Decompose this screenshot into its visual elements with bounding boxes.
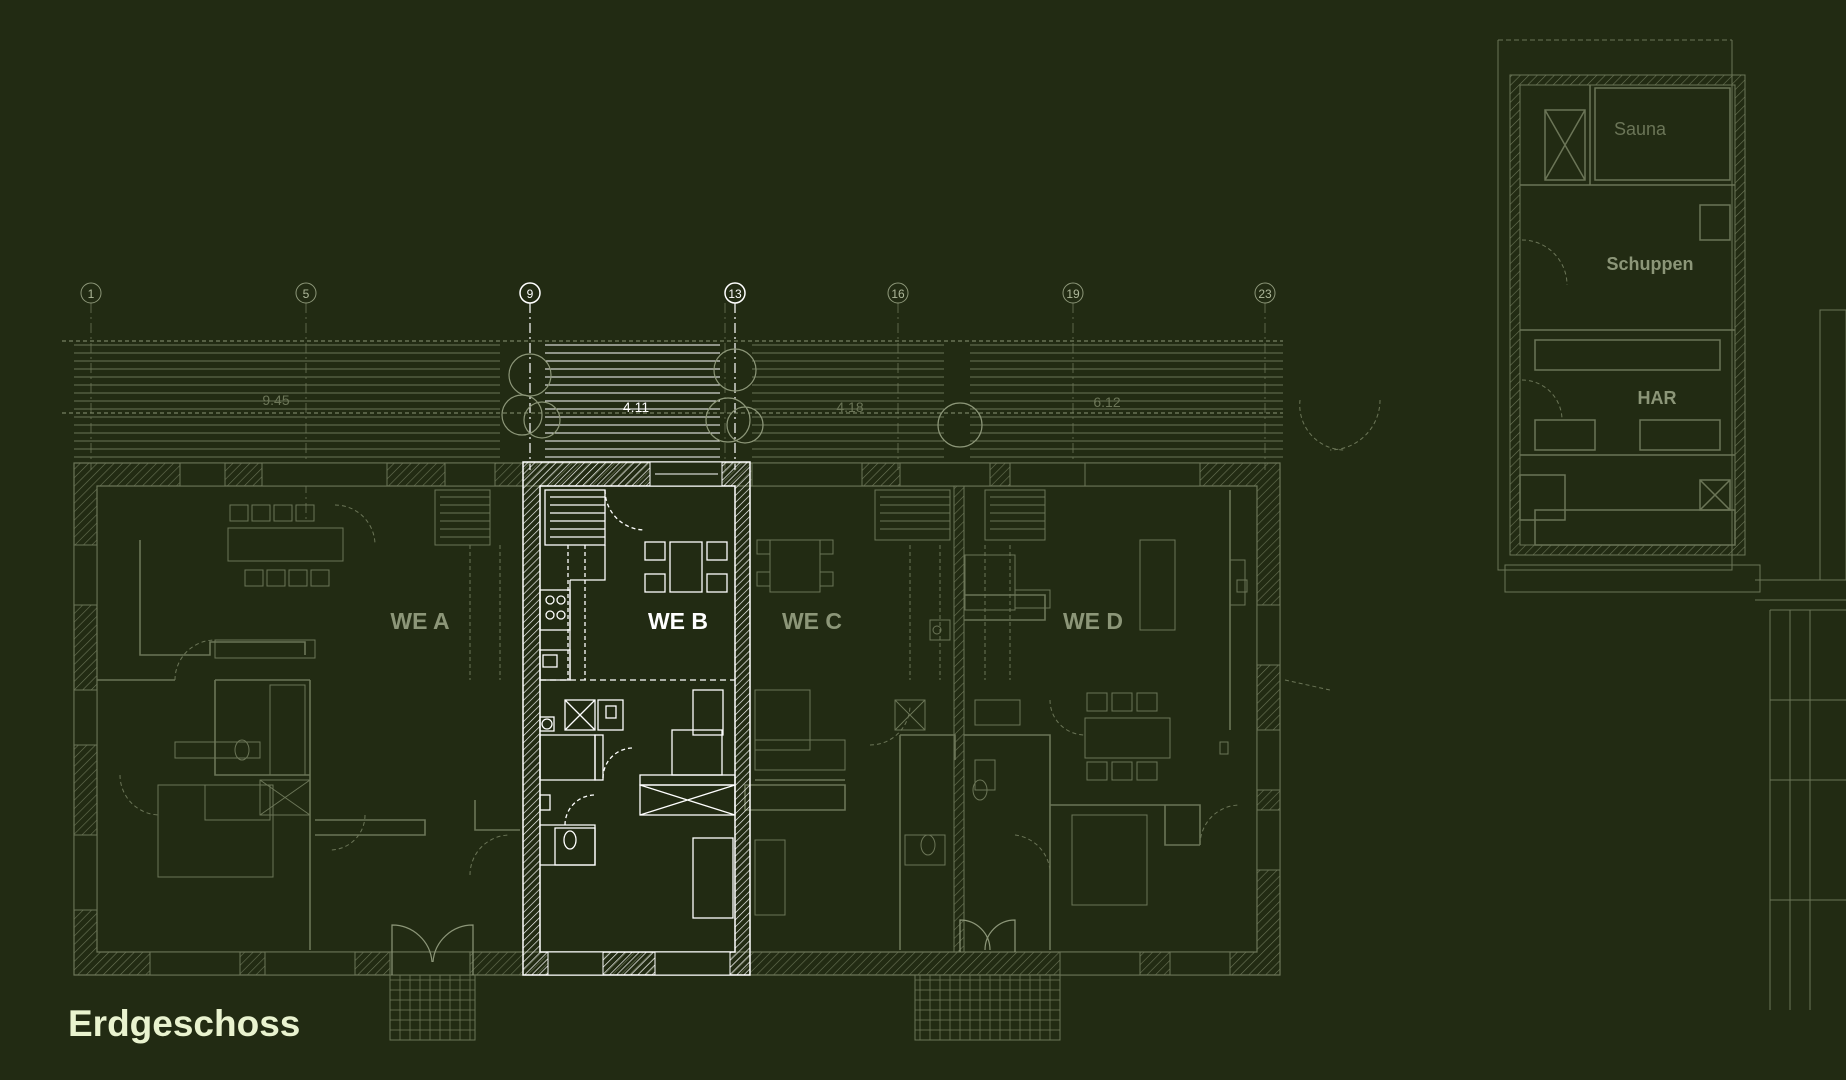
- grid-axis-label: 16: [891, 287, 905, 301]
- terrace-dimension-label: 4.18: [836, 399, 863, 415]
- room-label-har: HAR: [1638, 388, 1677, 408]
- grid-axis-label: 5: [303, 287, 310, 301]
- unit-label-we-b: WE B: [648, 608, 708, 634]
- grid-axis-label: 23: [1258, 287, 1272, 301]
- grid-axis-markers: 1 5 9 13 16 19 23: [80, 282, 1276, 304]
- tree-icons: [501, 348, 983, 448]
- terrace-decking: [62, 340, 1283, 458]
- grid-axis-lines-active: [529, 303, 736, 470]
- unit-label-we-d: WE D: [1063, 608, 1123, 634]
- grid-axis-bubble: [887, 282, 909, 304]
- building-walls: [73, 399, 1381, 1041]
- annex-room-labels: Sauna Schuppen HAR: [1606, 119, 1693, 408]
- grid-axis-label: 9: [527, 287, 534, 301]
- terrace-decking-active: [545, 344, 720, 458]
- terrace-dimension-label-active: 4.11: [623, 399, 649, 415]
- grid-axis-bubble: [724, 282, 746, 304]
- terrace-dimension-labels: 9.45 4.11 4.18 6.12: [262, 392, 1120, 415]
- grid-axis-label: 1: [88, 287, 95, 301]
- grid-axis-lines: [90, 303, 1266, 520]
- grid-axis-bubble: [295, 282, 317, 304]
- grid-axis-bubble: [1254, 282, 1276, 304]
- room-label-sauna: Sauna: [1614, 119, 1667, 139]
- unit-we-b-outline: [522, 461, 751, 976]
- grid-axis-label: 19: [1066, 287, 1080, 301]
- terrace-dimension-label: 6.12: [1093, 394, 1120, 410]
- page-title: Erdgeschoss: [68, 1003, 301, 1044]
- unit-label-we-a: WE A: [390, 608, 449, 634]
- grid-axis-bubble: [80, 282, 102, 304]
- grid-axis-bubble: [519, 282, 541, 304]
- room-label-schuppen: Schuppen: [1606, 254, 1693, 274]
- grid-axis-label: 13: [728, 287, 742, 301]
- unit-label-we-c: WE C: [782, 608, 842, 634]
- terrace-dimension-label: 9.45: [262, 392, 289, 408]
- unit-labels: WE A WE B WE C WE D: [390, 608, 1123, 634]
- annex-building: [1497, 39, 1846, 1010]
- grid-axis-bubble: [1062, 282, 1084, 304]
